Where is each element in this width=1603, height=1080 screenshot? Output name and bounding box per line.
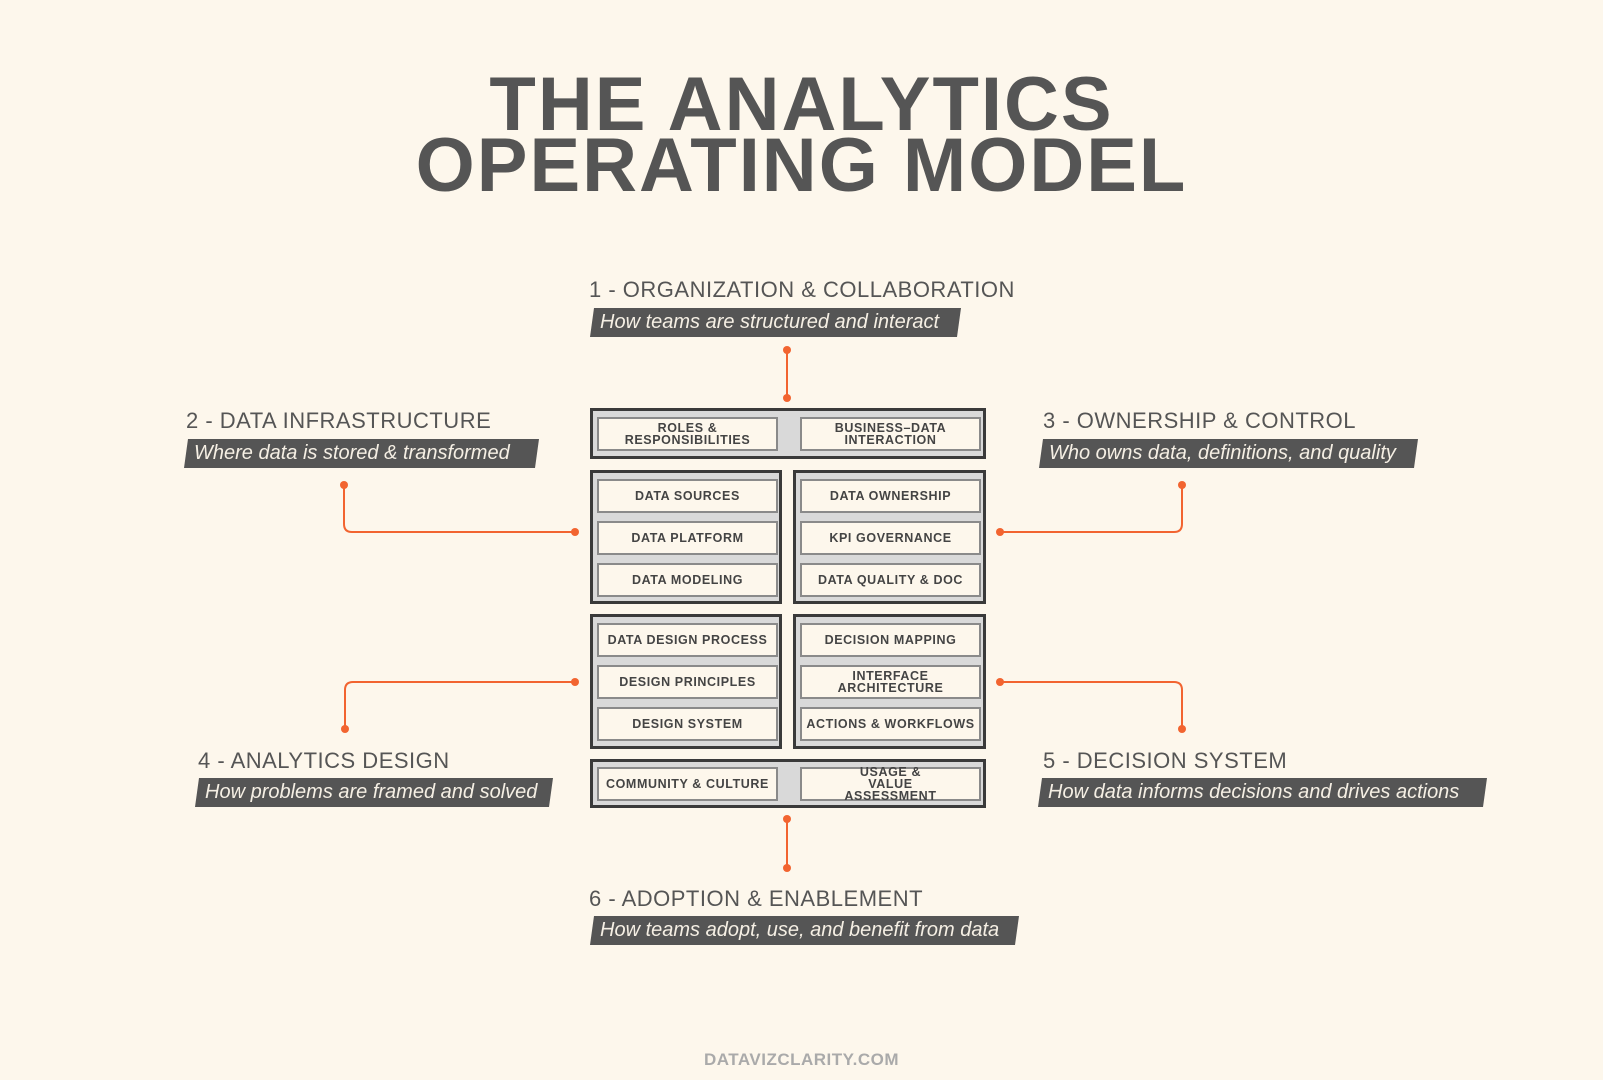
- section-2-subtitle: Where data is stored & transformed: [184, 439, 539, 468]
- block-organization: ROLES & RESPONSIBILITIES BUSINESS–DATA I…: [590, 408, 986, 459]
- section-4-subtitle: How problems are framed and solved: [195, 778, 553, 807]
- section-6-title: 6 - ADOPTION & ENABLEMENT: [589, 886, 924, 911]
- cell-data-design-process: DATA DESIGN PROCESS: [597, 623, 778, 657]
- cell-design-system: DESIGN SYSTEM: [597, 707, 778, 741]
- section-5-subtitle: How data informs decisions and drives ac…: [1038, 778, 1487, 807]
- title-line-2: OPERATING MODEL: [415, 123, 1188, 208]
- cell-actions-workflows: ACTIONS & WORKFLOWS: [800, 707, 981, 741]
- block-ownership: DATA OWNERSHIP KPI GOVERNANCE DATA QUALI…: [793, 470, 986, 604]
- block-decision: DECISION MAPPING INTERFACE ARCHITECTURE …: [793, 614, 986, 749]
- cell-community-culture: COMMUNITY & CULTURE: [597, 767, 778, 801]
- section-4-title: 4 - ANALYTICS DESIGN: [198, 748, 450, 773]
- cell-usage-value-assessment: USAGE & VALUE ASSESSMENT: [800, 766, 981, 802]
- cell-interface-architecture: INTERFACE ARCHITECTURE: [800, 665, 981, 699]
- section-5-title: 5 - DECISION SYSTEM: [1043, 748, 1288, 773]
- block-adoption: COMMUNITY & CULTURE USAGE & VALUE ASSESS…: [590, 759, 986, 808]
- section-6-subtitle: How teams adopt, use, and benefit from d…: [590, 916, 1019, 945]
- connector-decision: [1000, 681, 1183, 729]
- cell-kpi-governance: KPI GOVERNANCE: [800, 521, 981, 555]
- cell-data-sources: DATA SOURCES: [597, 479, 778, 513]
- cell-decision-mapping: DECISION MAPPING: [800, 623, 981, 657]
- connector-design: [344, 681, 575, 729]
- cell-data-quality-doc: DATA QUALITY & DOC: [800, 563, 981, 597]
- section-3-title: 3 - OWNERSHIP & CONTROL: [1043, 408, 1357, 433]
- cell-design-principles: DESIGN PRINCIPLES: [597, 665, 778, 699]
- section-1-subtitle: How teams are structured and interact: [590, 308, 961, 337]
- section-2-title: 2 - DATA INFRASTRUCTURE: [186, 408, 492, 433]
- block-infrastructure: DATA SOURCES DATA PLATFORM DATA MODELING: [590, 470, 782, 604]
- cell-roles-responsibilities: ROLES & RESPONSIBILITIES: [597, 417, 778, 451]
- connector-infrastructure: [343, 485, 575, 533]
- connector-ownership: [1000, 485, 1183, 533]
- section-1-title: 1 - ORGANIZATION & COLLABORATION: [589, 277, 1015, 302]
- cell-data-modeling: DATA MODELING: [597, 563, 778, 597]
- cell-business-data-interaction: BUSINESS–DATA INTERACTION: [800, 417, 981, 451]
- block-design: DATA DESIGN PROCESS DESIGN PRINCIPLES DE…: [590, 614, 782, 749]
- footer-credit: DATAVIZCLARITY.COM: [703, 1050, 900, 1069]
- cell-data-platform: DATA PLATFORM: [597, 521, 778, 555]
- section-3-subtitle: Who owns data, definitions, and quality: [1039, 439, 1418, 468]
- cell-data-ownership: DATA OWNERSHIP: [800, 479, 981, 513]
- title-line-1: THE ANALYTICS: [489, 62, 1114, 147]
